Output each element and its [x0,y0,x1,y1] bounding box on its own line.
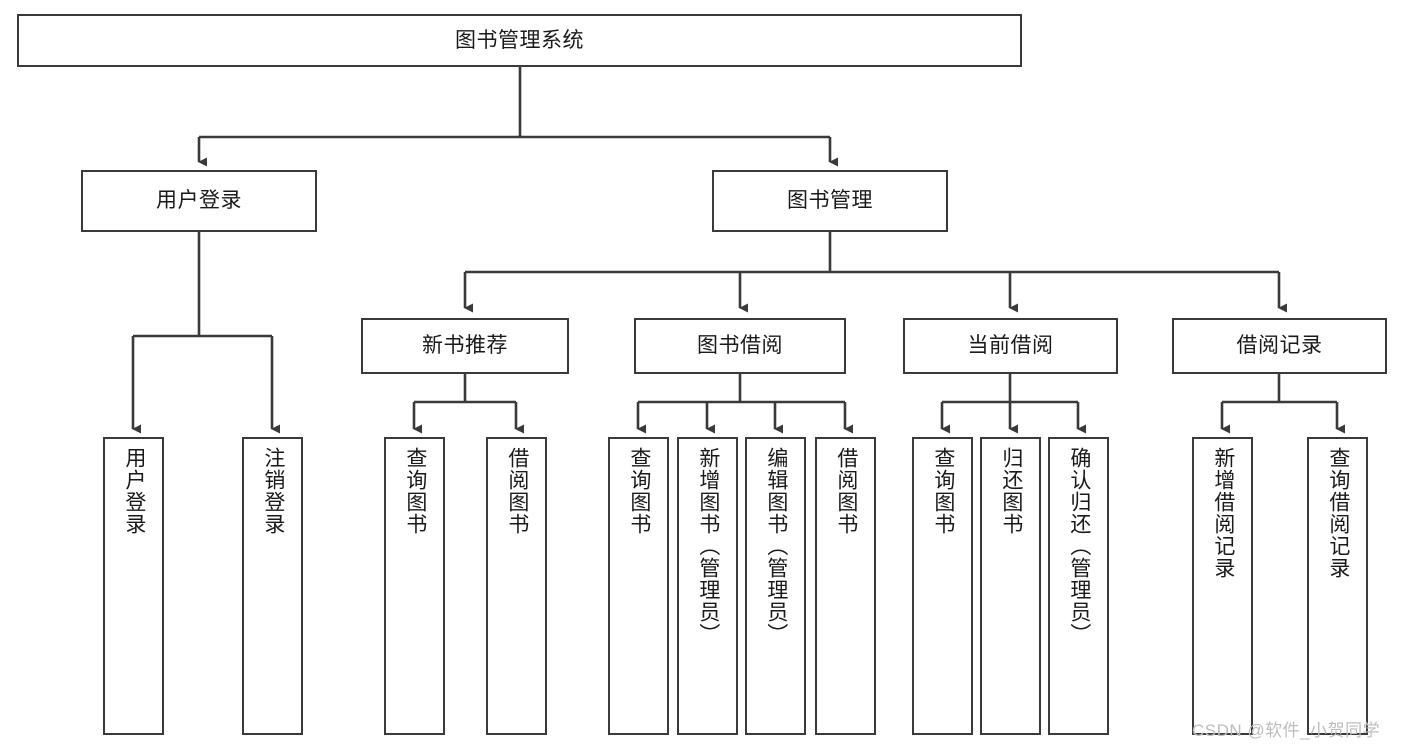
leaf-confirm-return-admin[interactable]: 确认归还（管理员） [1048,437,1109,735]
leaf-logout[interactable]: 注销登录 [242,437,303,735]
node-label: 确认归还（管理员） [1067,447,1091,645]
node-label: 借阅图书 [505,447,529,535]
node-label: 新增借阅记录 [1211,447,1235,579]
node-label: 编辑图书（管理员） [764,447,788,645]
node-label: 注销登录 [261,447,285,535]
leaf-borrow-book-recommend[interactable]: 借阅图书 [486,437,547,735]
node-label: 借阅图书 [834,447,858,535]
leaf-query-book-current[interactable]: 查询图书 [912,437,973,735]
node-label: 用户登录 [122,447,146,535]
leaf-return-book[interactable]: 归还图书 [980,437,1041,735]
leaf-edit-book-admin[interactable]: 编辑图书（管理员） [745,437,806,735]
node-label: 新书推荐 [422,334,508,358]
node-new-book-recommend[interactable]: 新书推荐 [361,318,569,374]
node-user-login[interactable]: 用户登录 [81,170,317,232]
leaf-query-book-recommend[interactable]: 查询图书 [384,437,445,735]
node-label: 借阅记录 [1236,334,1323,358]
csdn-watermark: CSDN @软件_小贺同学 [1192,721,1381,740]
node-label: 归还图书 [999,447,1023,535]
node-borrow-record[interactable]: 借阅记录 [1172,318,1387,374]
node-label: 查询图书 [403,447,427,535]
node-root-book-management-system[interactable]: 图书管理系统 [17,14,1022,67]
node-label: 图书管理系统 [455,28,584,52]
node-label: 当前借阅 [967,334,1054,358]
node-label: 图书借阅 [697,334,783,358]
node-book-management[interactable]: 图书管理 [712,170,948,232]
leaf-add-borrow-record[interactable]: 新增借阅记录 [1192,437,1253,735]
node-book-borrow[interactable]: 图书借阅 [634,318,846,374]
node-label: 查询借阅记录 [1326,447,1350,579]
node-label: 图书管理 [787,189,873,213]
node-current-borrow[interactable]: 当前借阅 [903,318,1118,374]
node-label: 用户登录 [156,189,242,213]
leaf-borrow-book[interactable]: 借阅图书 [815,437,876,735]
leaf-query-borrow-record[interactable]: 查询借阅记录 [1307,437,1368,735]
node-label: 查询图书 [627,447,651,535]
node-label: 查询图书 [931,447,955,535]
leaf-user-login[interactable]: 用户登录 [103,437,164,735]
leaf-add-book-admin[interactable]: 新增图书（管理员） [677,437,738,735]
node-label: 新增图书（管理员） [696,447,720,645]
leaf-query-book-borrow[interactable]: 查询图书 [608,437,669,735]
